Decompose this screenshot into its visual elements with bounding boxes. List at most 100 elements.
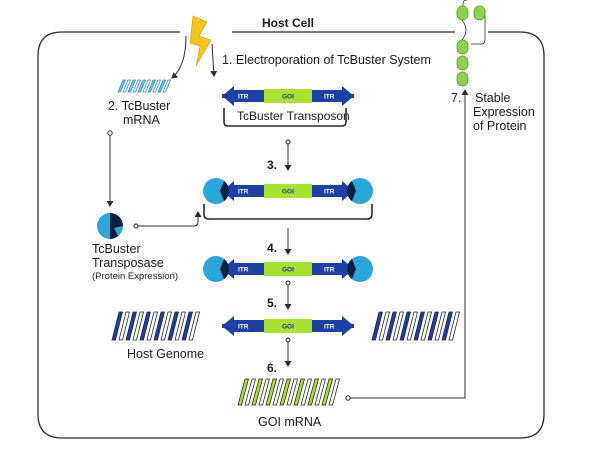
connector-dot bbox=[345, 395, 351, 401]
helix-strand bbox=[413, 311, 426, 341]
transposase-enzyme-icon bbox=[97, 213, 123, 239]
transposase-core bbox=[347, 180, 356, 202]
helix-strand bbox=[137, 79, 147, 93]
connector-dot bbox=[133, 223, 139, 229]
transposase-left-icon bbox=[203, 256, 229, 282]
transposase-left-icon bbox=[203, 178, 229, 204]
helix-strand bbox=[265, 378, 278, 406]
helix-strand bbox=[125, 311, 138, 341]
goi-box bbox=[264, 184, 312, 198]
goi-label: GOI bbox=[282, 324, 294, 331]
itr-right-arrow bbox=[310, 86, 354, 106]
transposon-label: TcBuster Transposon bbox=[237, 109, 350, 123]
helix-backstrand bbox=[146, 311, 159, 341]
transposase-right-icon bbox=[347, 256, 373, 282]
helix-backstrand bbox=[132, 311, 145, 341]
step-2-label: 2. TcBuster bbox=[108, 99, 170, 113]
itr-label-left: ITR bbox=[238, 189, 249, 196]
goi-label: GOI bbox=[282, 189, 294, 196]
arrow-bolt-to-transposon bbox=[210, 43, 218, 77]
step-3-label: 3. bbox=[267, 158, 277, 172]
helix-backstrand bbox=[272, 378, 285, 406]
helix-strand bbox=[181, 311, 194, 341]
mrna-strand-icon bbox=[117, 79, 172, 93]
transposase-label-c: (Protein Expression) bbox=[92, 271, 178, 282]
helix-strand bbox=[139, 311, 152, 341]
helix-backstrand bbox=[132, 79, 142, 93]
goi-mrna-label: GOI mRNA bbox=[258, 415, 322, 429]
helix-backstrand bbox=[406, 311, 419, 341]
helix-strand bbox=[111, 311, 124, 341]
transposase-label-b: Transposase bbox=[92, 256, 164, 270]
itr-label-right: ITR bbox=[324, 189, 335, 196]
helix-strand bbox=[427, 311, 440, 341]
helix-strand bbox=[399, 311, 412, 341]
helix-strand bbox=[371, 311, 384, 341]
connector-dot bbox=[285, 280, 291, 286]
itr-right-arrow bbox=[310, 181, 354, 201]
goi-mrna-strand-icon bbox=[237, 378, 341, 406]
helix-backstrand bbox=[392, 311, 405, 341]
step-5-label: 5. bbox=[267, 296, 277, 310]
step-1-label: 1. Electroporation of TcBuster System bbox=[222, 53, 431, 67]
step-7-of-protein: of Protein bbox=[473, 119, 527, 133]
helix-strand bbox=[147, 79, 157, 93]
helix-strand bbox=[237, 378, 250, 406]
helix-backstrand bbox=[286, 378, 299, 406]
genome-left-helix bbox=[111, 311, 201, 341]
helix-backstrand bbox=[300, 378, 313, 406]
connector-dot bbox=[285, 337, 291, 343]
helix-strand bbox=[167, 311, 180, 341]
connector-dot bbox=[285, 139, 291, 145]
goi-box bbox=[264, 262, 312, 276]
step-7-stable: Stable bbox=[475, 91, 510, 105]
genome-right-helix bbox=[371, 311, 461, 341]
transposon-bracket bbox=[223, 108, 347, 127]
helix-backstrand bbox=[162, 79, 172, 93]
helix-backstrand bbox=[142, 79, 152, 93]
helix-strand bbox=[307, 378, 320, 406]
helix-backstrand bbox=[448, 311, 461, 341]
helix-strand bbox=[293, 378, 306, 406]
itr-right-arrow bbox=[310, 316, 354, 336]
transposon-bracket-3 bbox=[203, 204, 373, 220]
helix-backstrand bbox=[328, 378, 341, 406]
goi-label: GOI bbox=[282, 94, 294, 101]
helix-strand bbox=[279, 378, 292, 406]
helix-backstrand bbox=[118, 311, 131, 341]
arrow-bolt-to-mrna bbox=[171, 35, 187, 79]
arrow-transposase-to-transposon bbox=[136, 211, 202, 227]
itr-right-arrow bbox=[310, 259, 354, 279]
transposase-right-icon bbox=[347, 178, 373, 204]
helix-backstrand bbox=[434, 311, 447, 341]
arrow-step-7 bbox=[348, 89, 469, 399]
helix-strand bbox=[441, 311, 454, 341]
helix-backstrand bbox=[188, 311, 201, 341]
step-2-label-mrna: mRNA bbox=[123, 113, 160, 127]
helix-backstrand bbox=[174, 311, 187, 341]
lightning-bolt-icon bbox=[189, 15, 212, 67]
helix-backstrand bbox=[314, 378, 327, 406]
helix-strand bbox=[157, 79, 167, 93]
transposon-construct-4: ITR ITR GOI bbox=[203, 256, 373, 282]
itr-left-arrow bbox=[222, 316, 266, 336]
helix-backstrand bbox=[420, 311, 433, 341]
helix-backstrand bbox=[378, 311, 391, 341]
itr-left-arrow bbox=[222, 181, 266, 201]
itr-left-arrow bbox=[222, 86, 266, 106]
goi-box bbox=[264, 89, 312, 103]
protein-chain-icon bbox=[456, 0, 486, 87]
itr-label-right: ITR bbox=[324, 267, 335, 274]
itr-label-left: ITR bbox=[238, 267, 249, 274]
helix-backstrand bbox=[244, 378, 257, 406]
host-cell-membrane bbox=[37, 31, 545, 439]
goi-label: GOI bbox=[282, 267, 294, 274]
transposase-core bbox=[220, 258, 229, 280]
helix-strand bbox=[117, 79, 127, 93]
helix-backstrand bbox=[160, 311, 173, 341]
helix-strand bbox=[385, 311, 398, 341]
step-7-expression: Expression bbox=[473, 105, 535, 119]
